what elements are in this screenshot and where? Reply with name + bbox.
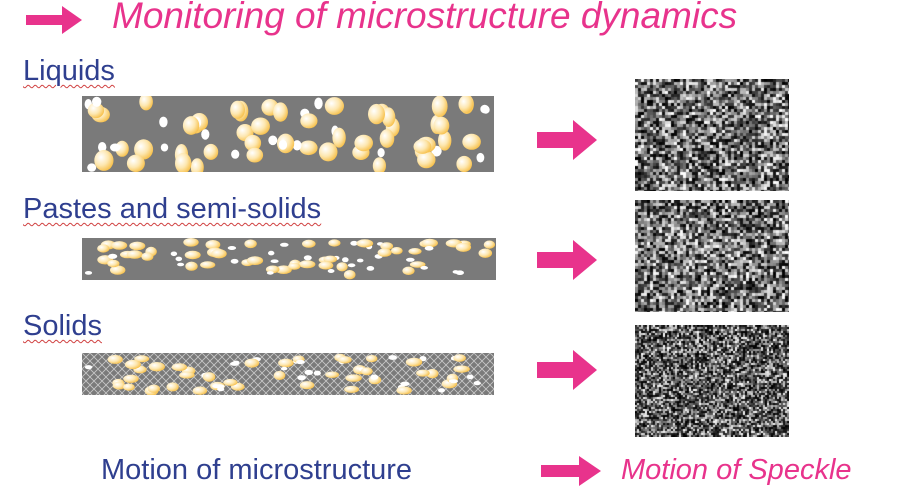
arrow-right-icon (537, 350, 597, 390)
page-title: Monitoring of microstructure dynamics (112, 0, 738, 36)
row-label-solids: Solids (23, 310, 102, 342)
row-label-liquids: Liquids (23, 55, 115, 87)
speckle-image-liquids (635, 79, 789, 191)
footer-microstructure-label: Motion of microstructure (101, 454, 413, 486)
microstructure-strip-liquids (82, 96, 494, 172)
microstructure-strip-pastes (82, 238, 496, 280)
footer-arrow-icon (541, 456, 601, 486)
footer-speckle-label: Motion of Speckle (621, 454, 852, 486)
row-label-pastes: Pastes and semi-solids (23, 193, 322, 225)
microstructure-strip-solids (82, 353, 494, 395)
speckle-image-pastes (635, 200, 789, 312)
title-arrow-icon (26, 6, 82, 34)
speckle-image-solids (635, 325, 789, 437)
arrow-right-icon (537, 120, 597, 160)
arrow-right-icon (537, 240, 597, 280)
